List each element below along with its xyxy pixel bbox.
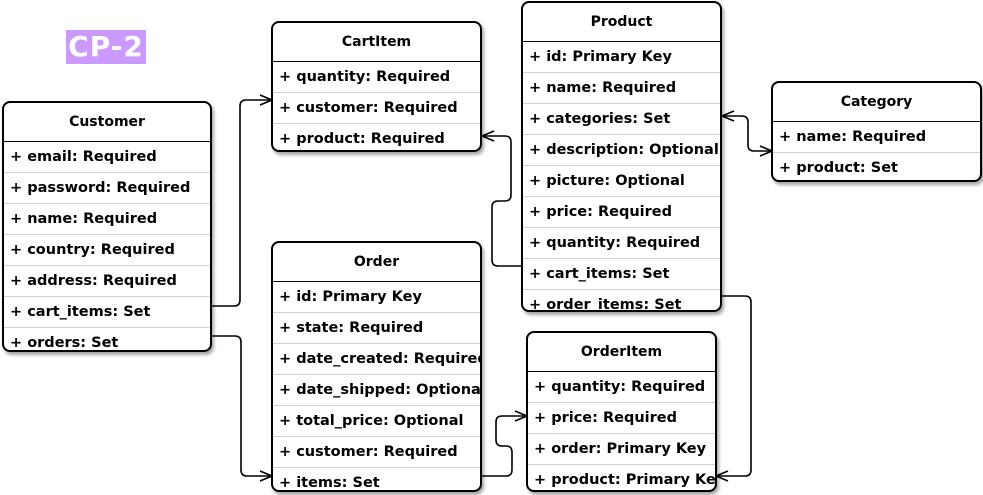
entity-customer[interactable]: Customer + email: Required + password: R…	[2, 101, 212, 352]
field-row[interactable]: + categories: Set	[523, 104, 720, 135]
field-row[interactable]: + id: Primary Key	[523, 42, 720, 73]
field-row[interactable]: + quantity: Required	[523, 228, 720, 259]
field-row[interactable]: + id: Primary Key	[273, 282, 480, 313]
entity-title: Product	[523, 3, 720, 42]
crowfoot-cartitem-customer	[259, 94, 273, 106]
field-row[interactable]: + customer: Required	[273, 93, 480, 124]
entity-product[interactable]: Product + id: Primary Key + name: Requir…	[521, 1, 722, 312]
entity-title: Category	[773, 83, 980, 122]
crowfoot-product-category	[721, 110, 735, 122]
field-row[interactable]: + order: Primary Key	[528, 434, 715, 465]
connector-cartitem-product	[482, 135, 522, 267]
entity-title: CartItem	[273, 23, 480, 62]
field-row[interactable]: + order_items: Set	[529, 297, 682, 312]
field-row[interactable]: + password: Required	[4, 173, 210, 204]
connector-customer-cartitem	[212, 99, 272, 307]
connector-product-category	[722, 115, 772, 152]
diagram-badge: CP-2	[66, 30, 146, 64]
field-row[interactable]: + address: Required	[4, 266, 210, 297]
field-row[interactable]: + country: Required	[4, 235, 210, 266]
field-row[interactable]: + state: Required	[273, 313, 480, 344]
connector-product-orderitem	[716, 295, 752, 477]
field-row[interactable]: + name: Required	[523, 73, 720, 104]
connector-customer-order	[212, 335, 272, 477]
field-row[interactable]: + orders: Set	[10, 335, 119, 351]
crowfoot-order-customer	[259, 470, 273, 482]
crowfoot-cartitem-product	[481, 130, 495, 142]
field-row[interactable]: + quantity: Required	[273, 62, 480, 93]
field-row[interactable]: + items: Set	[279, 475, 380, 491]
entity-title: Order	[273, 243, 480, 282]
field-row[interactable]: + product: Primary Key	[534, 472, 715, 488]
entity-title: Customer	[4, 103, 210, 142]
crowfoot-orderitem-order	[514, 410, 528, 422]
field-row[interactable]: + picture: Optional	[523, 166, 720, 197]
entity-category[interactable]: Category + name: Required + product: Set	[771, 81, 982, 182]
entity-title: OrderItem	[528, 333, 715, 372]
entity-order[interactable]: Order + id: Primary Key + state: Require…	[271, 241, 482, 492]
field-row[interactable]: + cart_items: Set	[523, 259, 720, 290]
crowfoot-orderitem-product	[715, 470, 729, 482]
field-row[interactable]: + total_price: Optional	[273, 406, 480, 437]
field-row[interactable]: + date_shipped: Optional	[273, 375, 480, 406]
field-row[interactable]: + cart_items: Set	[4, 297, 210, 328]
field-row[interactable]: + date_created: Required	[273, 344, 480, 375]
field-row[interactable]: + quantity: Required	[528, 372, 715, 403]
field-row[interactable]: + price: Required	[523, 197, 720, 228]
field-row[interactable]: + customer: Required	[273, 437, 480, 468]
field-row[interactable]: + name: Required	[773, 122, 980, 153]
crowfoot-category-product	[759, 145, 773, 157]
field-row[interactable]: + email: Required	[4, 142, 210, 173]
field-row[interactable]: + product: Required	[279, 131, 445, 147]
connector-order-orderitem	[482, 415, 527, 477]
field-row[interactable]: + price: Required	[528, 403, 715, 434]
field-row[interactable]: + description: Optional	[523, 135, 720, 166]
field-row[interactable]: + name: Required	[4, 204, 210, 235]
field-row[interactable]: + product: Set	[779, 160, 898, 176]
entity-orderitem[interactable]: OrderItem + quantity: Required + price: …	[526, 331, 717, 492]
entity-cartitem[interactable]: CartItem + quantity: Required + customer…	[271, 21, 482, 152]
